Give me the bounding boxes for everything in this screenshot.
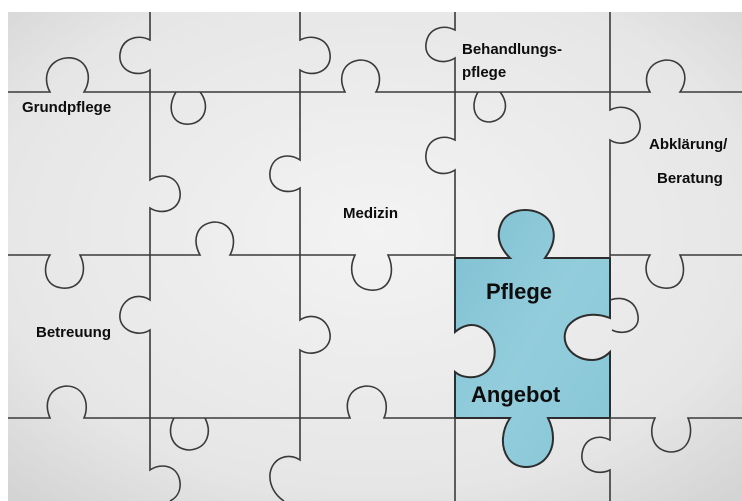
piece-label-behandlungspflege-line2: pflege <box>462 64 507 81</box>
puzzle-seams <box>8 12 742 501</box>
piece-label-medizin: Medizin <box>343 205 398 222</box>
piece-label-grundpflege: Grundpflege <box>22 99 112 116</box>
puzzle-board <box>8 12 742 501</box>
piece-label-abklaerung-line1: Abklärung/ <box>649 136 728 153</box>
missing-piece-hole <box>454 209 611 468</box>
piece-label-betreuung: Betreuung <box>36 324 111 341</box>
missing-piece-label-pflege: Pflege <box>486 279 553 304</box>
missing-piece-label-angebot: Angebot <box>471 382 561 407</box>
piece-label-abklaerung-line2: Beratung <box>657 170 723 187</box>
piece-label-behandlungspflege-line1: Behandlungs- <box>462 41 562 58</box>
